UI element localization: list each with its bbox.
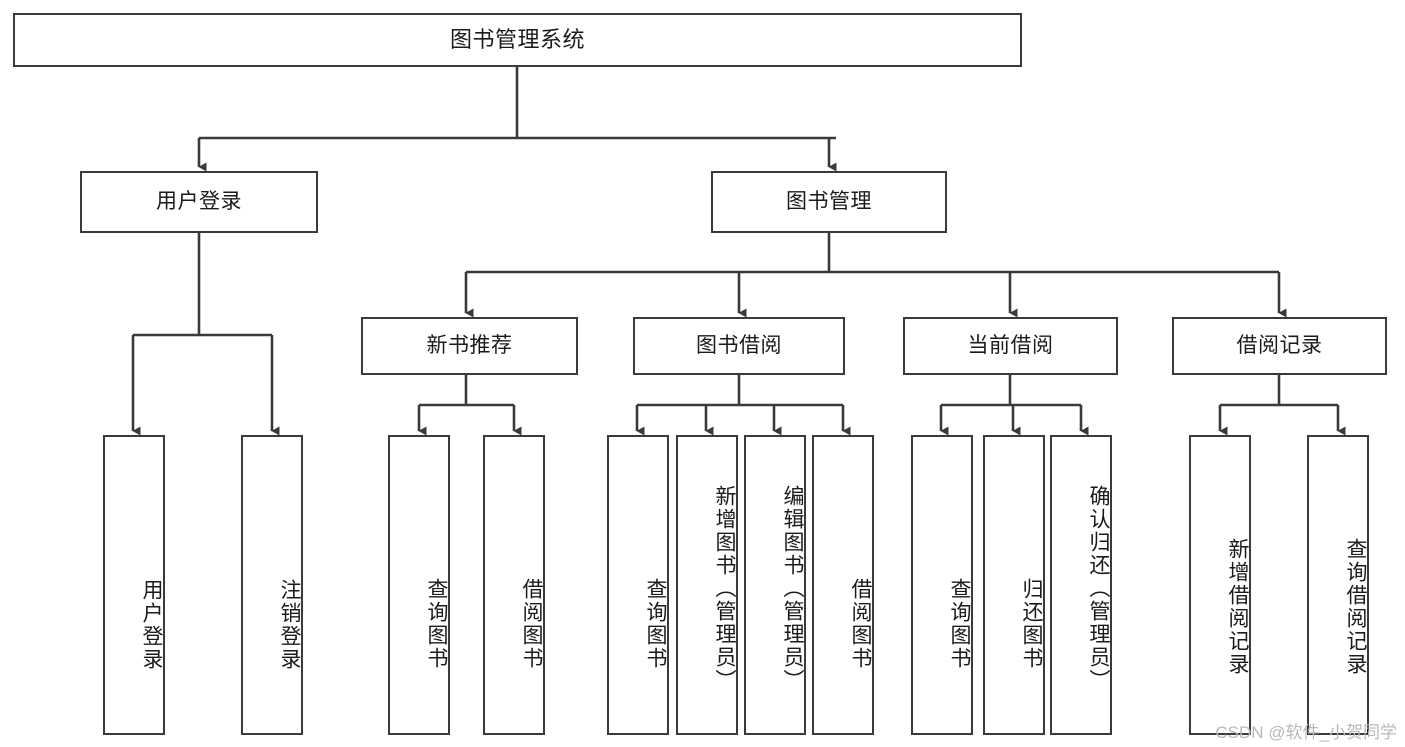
node-book-manage[interactable]: 图书管理 (711, 171, 947, 233)
node-current-borrow-label: 当前借阅 (967, 333, 1054, 357)
node-leaf-confirm-return-label: 确认归还（管理员） (1087, 484, 1110, 692)
node-leaf-query-book-2-label: 查询图书 (644, 578, 667, 670)
node-leaf-user-login[interactable]: 用户登录 (103, 435, 165, 735)
node-leaf-add-book[interactable]: 新增图书（管理员） (676, 435, 738, 735)
node-leaf-edit-book[interactable]: 编辑图书（管理员） (744, 435, 806, 735)
csdn-watermark: CSDN @软件_小贺同学 (1215, 723, 1397, 742)
node-current-borrow[interactable]: 当前借阅 (903, 317, 1118, 375)
node-leaf-edit-book-label: 编辑图书（管理员） (781, 484, 804, 692)
node-leaf-query-record-label: 查询借阅记录 (1344, 538, 1367, 676)
node-root-label: 图书管理系统 (449, 27, 585, 53)
node-leaf-add-record-label: 新增借阅记录 (1226, 538, 1249, 676)
node-book-borrow[interactable]: 图书借阅 (633, 317, 845, 375)
node-new-book-recommend[interactable]: 新书推荐 (361, 317, 578, 375)
node-leaf-logout-label: 注销登录 (278, 579, 301, 671)
node-leaf-borrow-book-1-label: 借阅图书 (520, 578, 543, 670)
node-book-borrow-label: 图书借阅 (696, 333, 782, 357)
node-leaf-query-book-3-label: 查询图书 (948, 578, 971, 670)
node-leaf-user-login-label: 用户登录 (140, 579, 163, 671)
node-leaf-logout[interactable]: 注销登录 (241, 435, 303, 735)
node-leaf-return-book[interactable]: 归还图书 (983, 435, 1045, 735)
node-leaf-query-book-3[interactable]: 查询图书 (911, 435, 973, 735)
node-leaf-confirm-return[interactable]: 确认归还（管理员） (1050, 435, 1112, 735)
node-leaf-query-book-1[interactable]: 查询图书 (388, 435, 450, 735)
node-user-login-label: 用户登录 (156, 189, 242, 213)
node-new-book-recommend-label: 新书推荐 (426, 333, 513, 357)
node-borrow-record[interactable]: 借阅记录 (1172, 317, 1387, 375)
node-leaf-query-record[interactable]: 查询借阅记录 (1307, 435, 1369, 735)
node-book-manage-label: 图书管理 (786, 189, 872, 213)
node-leaf-borrow-book-2[interactable]: 借阅图书 (812, 435, 874, 735)
node-user-login[interactable]: 用户登录 (80, 171, 318, 233)
node-borrow-record-label: 借阅记录 (1236, 333, 1323, 357)
node-leaf-add-book-label: 新增图书（管理员） (713, 484, 736, 692)
node-leaf-borrow-book-2-label: 借阅图书 (849, 578, 872, 670)
node-leaf-query-book-2[interactable]: 查询图书 (607, 435, 669, 735)
node-root[interactable]: 图书管理系统 (13, 13, 1022, 67)
node-leaf-query-book-1-label: 查询图书 (425, 578, 448, 670)
node-leaf-borrow-book-1[interactable]: 借阅图书 (483, 435, 545, 735)
node-leaf-add-record[interactable]: 新增借阅记录 (1189, 435, 1251, 735)
node-leaf-return-book-label: 归还图书 (1020, 578, 1043, 670)
